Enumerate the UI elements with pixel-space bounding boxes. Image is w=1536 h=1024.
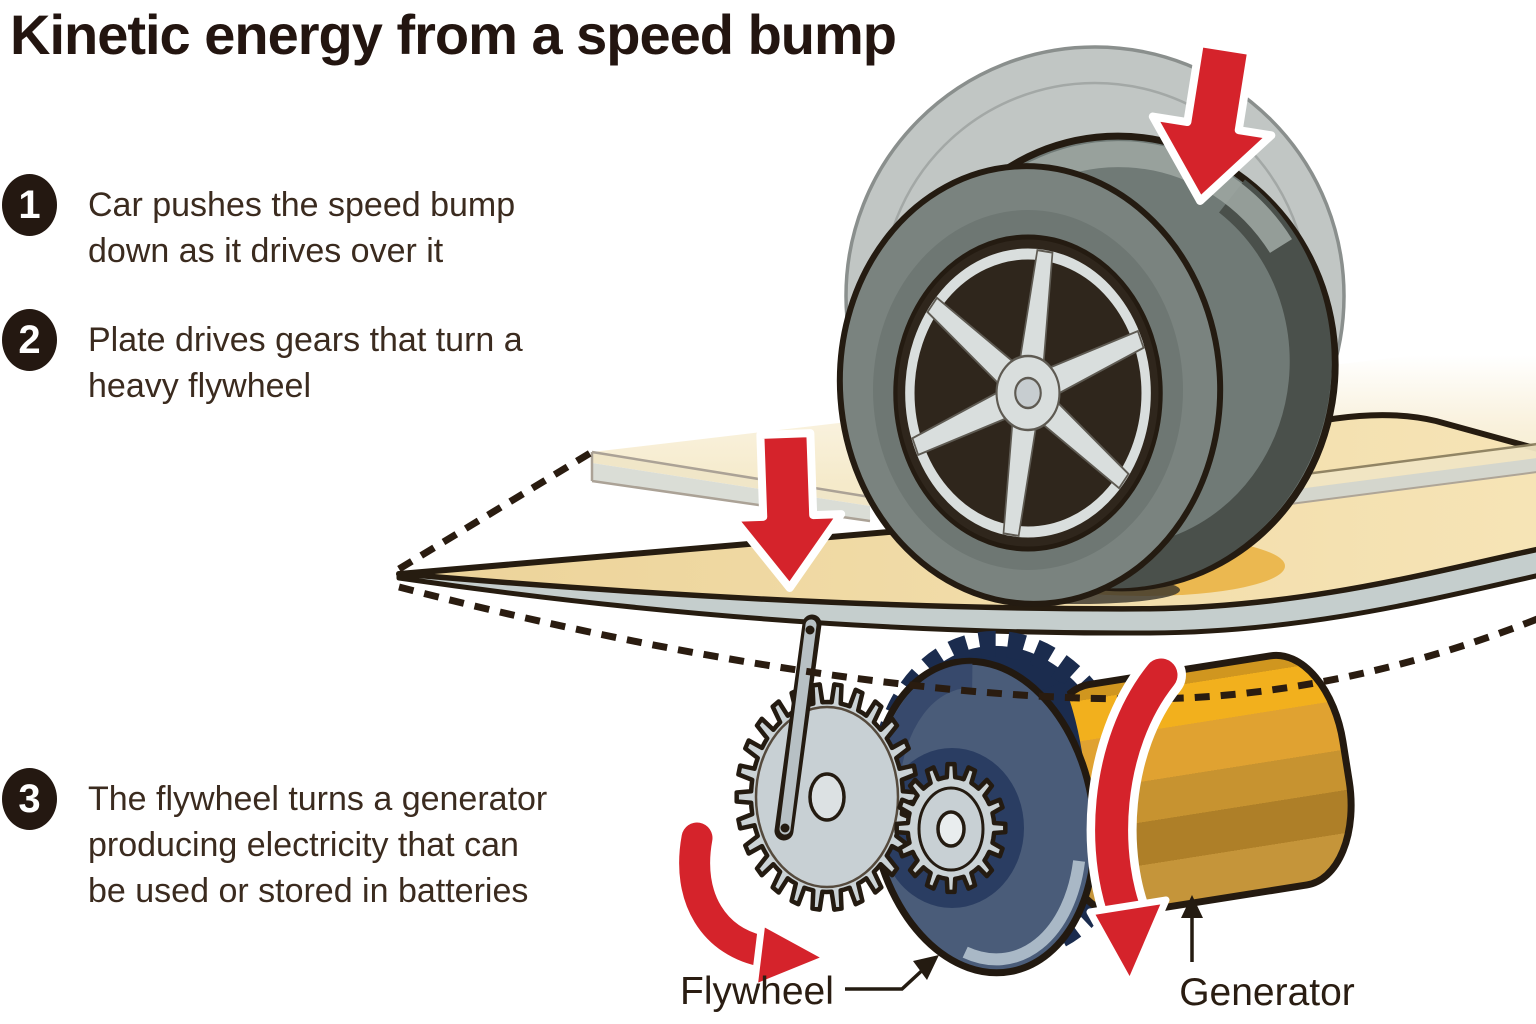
generator-label: Generator: [1179, 971, 1355, 1014]
step-3-text: The flywheel turns a generator producing…: [88, 780, 548, 910]
generator-callout: Generator: [1179, 895, 1355, 1014]
down-arrow-plate: [729, 429, 846, 592]
flywheel-callout: Flywheel: [680, 955, 939, 1013]
step-2-badge: 2: [2, 309, 57, 371]
car-tire: [836, 132, 1339, 607]
generator-rotation-arrow: [1086, 650, 1186, 988]
down-arrow-top: [1148, 39, 1276, 205]
step-1-badge: 1: [2, 174, 57, 236]
linkage-rod: [774, 614, 822, 841]
step-1-text: Car pushes the speed bump down as it dri…: [88, 186, 516, 270]
generator-pointer-arrowhead: [1181, 895, 1203, 918]
step-3-badge: 3: [2, 768, 57, 830]
small-gear: [894, 761, 1008, 895]
flywheel-pointer-arrowhead: [913, 955, 939, 980]
gear-rotation-arrow: [670, 814, 832, 992]
alloy-wheel: [893, 234, 1163, 552]
page-title: Kinetic energy from a speed bump: [10, 3, 897, 66]
step-2-text: Plate drives gears that turn a heavy fly…: [88, 321, 523, 405]
large-gear: [734, 682, 920, 912]
flywheel-label: Flywheel: [680, 970, 834, 1013]
callout-dashed-lines: [397, 449, 1536, 703]
flywheel-pointer-line: [845, 963, 930, 991]
